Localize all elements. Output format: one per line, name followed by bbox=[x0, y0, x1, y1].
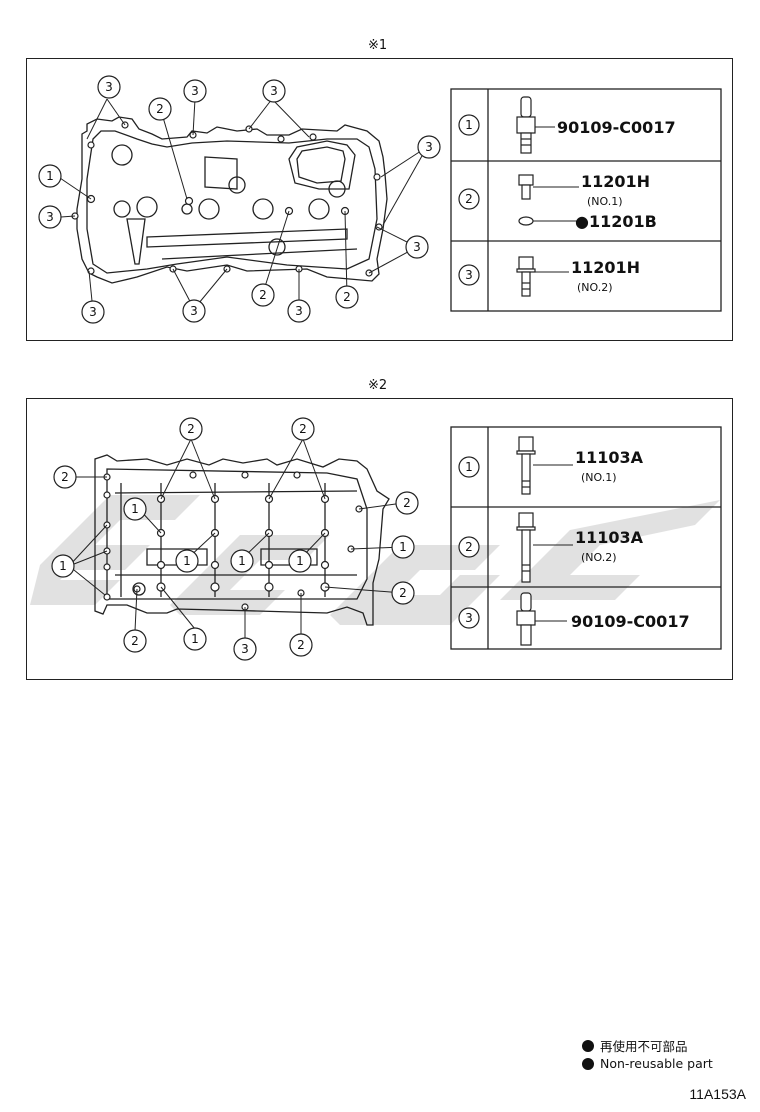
svg-text:1: 1 bbox=[399, 540, 407, 554]
extra-long-bolt-icon bbox=[516, 512, 536, 583]
part-number: 11103A bbox=[575, 528, 644, 547]
svg-text:1: 1 bbox=[46, 169, 54, 183]
callouts-panel-2: 2 2 2 2 1 1 1 1 1 1 2 2 1 2 3 bbox=[51, 417, 419, 661]
svg-text:3: 3 bbox=[465, 268, 473, 282]
diagram-panel-2: 2 2 2 2 1 1 1 1 1 1 2 2 1 2 3 bbox=[26, 398, 733, 680]
svg-text:1: 1 bbox=[465, 118, 473, 132]
parts-table-1: 1 2 3 bbox=[450, 88, 722, 312]
flange-bolt-icon bbox=[516, 256, 536, 297]
svg-text:(NO.1): (NO.1) bbox=[587, 195, 623, 208]
svg-text:1: 1 bbox=[465, 460, 473, 474]
part-number: 90109-C0017 bbox=[571, 612, 690, 631]
svg-text:1: 1 bbox=[296, 554, 304, 568]
svg-text:1: 1 bbox=[131, 502, 139, 516]
filled-dot-icon bbox=[582, 1039, 594, 1052]
part-number: 11103A bbox=[575, 448, 644, 467]
stud-bolt-icon bbox=[516, 592, 536, 646]
svg-text:2: 2 bbox=[61, 470, 69, 484]
part-number: 11201H bbox=[581, 172, 650, 191]
svg-text:3: 3 bbox=[465, 611, 473, 625]
svg-text:3: 3 bbox=[295, 304, 303, 318]
section-mark-2: ※2 bbox=[368, 378, 388, 393]
legend-row-en: Non-reusable part bbox=[582, 1056, 713, 1071]
stud-bolt-icon bbox=[516, 96, 536, 154]
bearing-cap-diagram: 2 2 2 2 1 1 1 1 1 1 2 2 1 2 3 bbox=[51, 417, 722, 661]
svg-text:3: 3 bbox=[270, 84, 278, 98]
svg-text:2: 2 bbox=[399, 586, 407, 600]
long-bolt-icon bbox=[516, 436, 536, 495]
svg-text:3: 3 bbox=[89, 305, 97, 319]
filled-dot-icon bbox=[582, 1057, 594, 1070]
svg-text:1: 1 bbox=[183, 554, 191, 568]
svg-text:(NO.2): (NO.2) bbox=[577, 281, 613, 294]
svg-text:2: 2 bbox=[299, 422, 307, 436]
svg-text:(NO.2): (NO.2) bbox=[581, 551, 617, 564]
svg-text:3: 3 bbox=[241, 642, 249, 656]
svg-text:2: 2 bbox=[156, 102, 164, 116]
legend-row-jp: 再使用不可部品 bbox=[582, 1036, 688, 1055]
part-number: 90109-C0017 bbox=[557, 118, 676, 137]
section-mark-1: ※1 bbox=[368, 38, 388, 53]
svg-text:2: 2 bbox=[465, 540, 473, 554]
short-bolt-icon bbox=[518, 174, 534, 226]
callouts-panel-1: 3 2 3 3 3 1 3 3 2 2 3 3 3 bbox=[38, 75, 441, 324]
figure-code: 11A153A bbox=[689, 1086, 746, 1102]
svg-text:2: 2 bbox=[259, 288, 267, 302]
svg-text:2: 2 bbox=[403, 496, 411, 510]
svg-text:2: 2 bbox=[297, 638, 305, 652]
svg-text:3: 3 bbox=[191, 84, 199, 98]
cam-housing-diagram: 3 2 3 3 3 1 3 3 2 2 3 3 3 bbox=[38, 75, 722, 324]
part-number: ●11201B bbox=[575, 212, 657, 231]
svg-text:1: 1 bbox=[59, 559, 67, 573]
svg-text:3: 3 bbox=[413, 240, 421, 254]
svg-text:(NO.1): (NO.1) bbox=[581, 471, 617, 484]
svg-text:2: 2 bbox=[343, 290, 351, 304]
svg-text:2: 2 bbox=[187, 422, 195, 436]
svg-text:3: 3 bbox=[46, 210, 54, 224]
part-number: 11201H bbox=[571, 258, 640, 277]
parts-table-2: 1 2 3 1 bbox=[450, 426, 722, 650]
svg-text:1: 1 bbox=[191, 632, 199, 646]
svg-text:1: 1 bbox=[238, 554, 246, 568]
svg-text:3: 3 bbox=[105, 80, 113, 94]
svg-text:2: 2 bbox=[465, 192, 473, 206]
svg-text:3: 3 bbox=[425, 140, 433, 154]
diagram-panel-1: 3 2 3 3 3 1 3 3 2 2 3 3 3 bbox=[26, 58, 733, 341]
svg-text:2: 2 bbox=[131, 634, 139, 648]
svg-text:3: 3 bbox=[190, 304, 198, 318]
